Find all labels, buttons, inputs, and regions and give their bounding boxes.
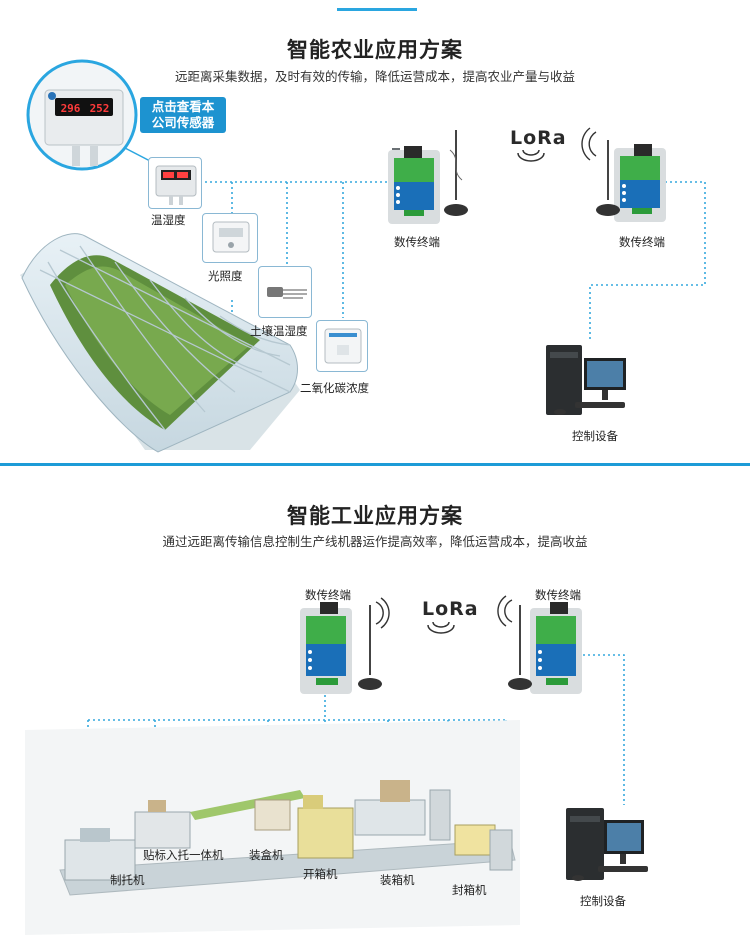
co2-sensor-icon	[324, 328, 362, 364]
sensor-label-illuminance: 光照度	[208, 269, 243, 283]
industry-lora-logo: LoRa	[422, 598, 479, 620]
machine-label-cartoner: 装盒机	[249, 848, 284, 862]
agri-control-label: 控制设备	[572, 429, 618, 443]
view-sensors-callout[interactable]: 点击查看本 公司传感器	[140, 97, 226, 133]
sensor-label-temp-humidity: 温湿度	[151, 213, 186, 227]
sensor-soil[interactable]	[258, 266, 312, 318]
temp-humidity-device-icon	[155, 165, 197, 205]
top-accent-line	[337, 8, 417, 11]
callout-line-2: 公司传感器	[151, 115, 215, 130]
machine-label-tray-maker: 制托机	[110, 873, 145, 887]
sensor-display-value-2: 252	[89, 101, 110, 115]
light-sensor-icon	[212, 221, 250, 253]
agri-terminal-right-label: 数传终端	[619, 235, 665, 249]
machine-label-labeler: 贴标入托一体机	[143, 848, 224, 862]
agri-terminal-left-label: 数传终端	[394, 235, 440, 249]
machine-label-case-erector: 开箱机	[303, 867, 338, 881]
industry-control-label: 控制设备	[580, 894, 626, 908]
callout-line-1: 点击查看本	[151, 99, 215, 114]
machine-label-case-packer: 装箱机	[380, 873, 415, 887]
industry-subtitle: 通过远距离传输信息控制生产线机器运作提高效率，降低运营成本，提高收益	[162, 534, 588, 549]
sensor-display: 296 252	[56, 99, 114, 117]
agri-title: 智能农业应用方案	[287, 38, 463, 62]
industry-terminal-left-label: 数传终端	[305, 588, 351, 602]
section-divider	[0, 463, 750, 466]
agri-subtitle: 远距离采集数据，及时有效的传输，降低运营成本，提高农业产量与收益	[174, 69, 575, 84]
sensor-display-value-1: 296	[60, 101, 81, 115]
machine-label-case-sealer: 封箱机	[452, 883, 487, 897]
sensor-label-co2: 二氧化碳浓度	[300, 381, 369, 395]
agri-lora-logo: LoRa	[510, 127, 567, 149]
sensor-label-soil: 土壤温湿度	[250, 324, 308, 338]
soil-probe-icon	[267, 287, 307, 299]
sensor-temp-humidity[interactable]	[148, 157, 202, 209]
sensor-co2[interactable]	[316, 320, 368, 372]
industry-terminal-right-label: 数传终端	[535, 588, 581, 602]
sensor-illuminance[interactable]	[202, 213, 258, 263]
industry-title: 智能工业应用方案	[287, 504, 463, 528]
